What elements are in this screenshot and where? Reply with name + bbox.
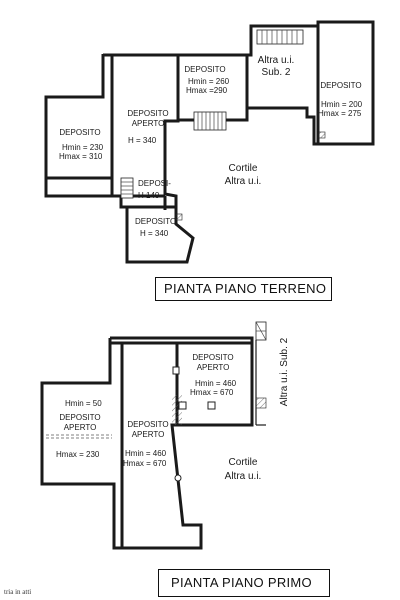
column-circle: [174, 474, 182, 482]
room-name: APERTO: [132, 430, 165, 439]
pillar: [207, 401, 216, 410]
courtyard-sub: Altra u.i.: [225, 471, 262, 482]
courtyard-label: Cortile: [229, 163, 258, 174]
room-height: H = 340: [128, 136, 157, 145]
title-box-primo: PIANTA PIANO PRIMO: [158, 569, 330, 597]
room-name: APERTO: [64, 423, 97, 432]
stairs-terreno-mid: [193, 111, 227, 131]
room-name: APERTO: [197, 363, 230, 372]
room-name: APERTO: [132, 119, 165, 128]
room-name: DEPOSI-: [138, 179, 171, 188]
neighbour-unit-label: Altra u.i. Sub. 2: [279, 337, 290, 406]
room-hmax: Hmax = 310: [59, 152, 103, 161]
pillar: [172, 366, 180, 375]
room-name: DEPOSITO: [59, 413, 100, 422]
courtyard-label: Cortile: [229, 457, 258, 468]
room-hmin: Hmin = 460: [195, 379, 237, 388]
room-name: DEPOSITO: [192, 353, 233, 362]
plan-primo: DEPOSITO APERTO Hmin = 460 Hmax = 670 Hm…: [40, 321, 290, 550]
room-hmax: Hmax =290: [186, 86, 228, 95]
room-hmax: Hmax = 670: [123, 459, 167, 468]
wall-hatch: [172, 395, 182, 425]
neighbour-unit-label: Altra u.i.: [258, 55, 295, 66]
primo-outer-wall: [40, 336, 254, 550]
room-hmax: Hmax = 670: [190, 388, 234, 397]
room-hmin: Hmin = 460: [125, 449, 167, 458]
stairs-terreno-top: [256, 29, 304, 45]
plan-title-primo: PIANTA PIANO PRIMO: [171, 575, 312, 590]
door-mark: [318, 131, 326, 139]
plan-title-terreno: PIANTA PIANO TERRENO: [164, 281, 327, 296]
title-box-terreno: PIANTA PIANO TERRENO: [155, 277, 332, 301]
room-name: DEPOSITO: [135, 217, 176, 226]
door-mark: [175, 213, 183, 221]
room-name: DEPOSITO: [127, 109, 168, 118]
room-height: H 140: [138, 191, 160, 200]
plan-terreno: DEPOSITO Hmin = 230 Hmax = 310 DEPOSITO …: [44, 20, 375, 264]
pillar: [178, 401, 187, 410]
room-name: DEPOSITO: [320, 81, 361, 90]
room-height: H = 340: [140, 229, 169, 238]
room-hmin: Hmin = 230: [62, 143, 104, 152]
stairs-primo: [255, 321, 267, 426]
courtyard-sub: Altra u.i.: [225, 176, 262, 187]
room-name: DEPOSITO: [59, 128, 100, 137]
room-hmin: Hmin = 200: [321, 100, 363, 109]
stairs-terreno-small: [120, 177, 134, 199]
room-name: DEPOSITO: [184, 65, 225, 74]
room-name: DEPOSITO: [127, 420, 168, 429]
terreno-outer-wall: [44, 20, 375, 264]
room-hmax: Hmax = 230: [56, 450, 100, 459]
room-hmin: Hmin = 50: [65, 399, 102, 408]
footer-note: tria in atti: [4, 588, 32, 596]
room-hmin: Hmin = 260: [188, 77, 230, 86]
neighbour-unit-sub: Sub. 2: [262, 67, 291, 78]
room-hmax: Hmax = 275: [318, 109, 362, 118]
